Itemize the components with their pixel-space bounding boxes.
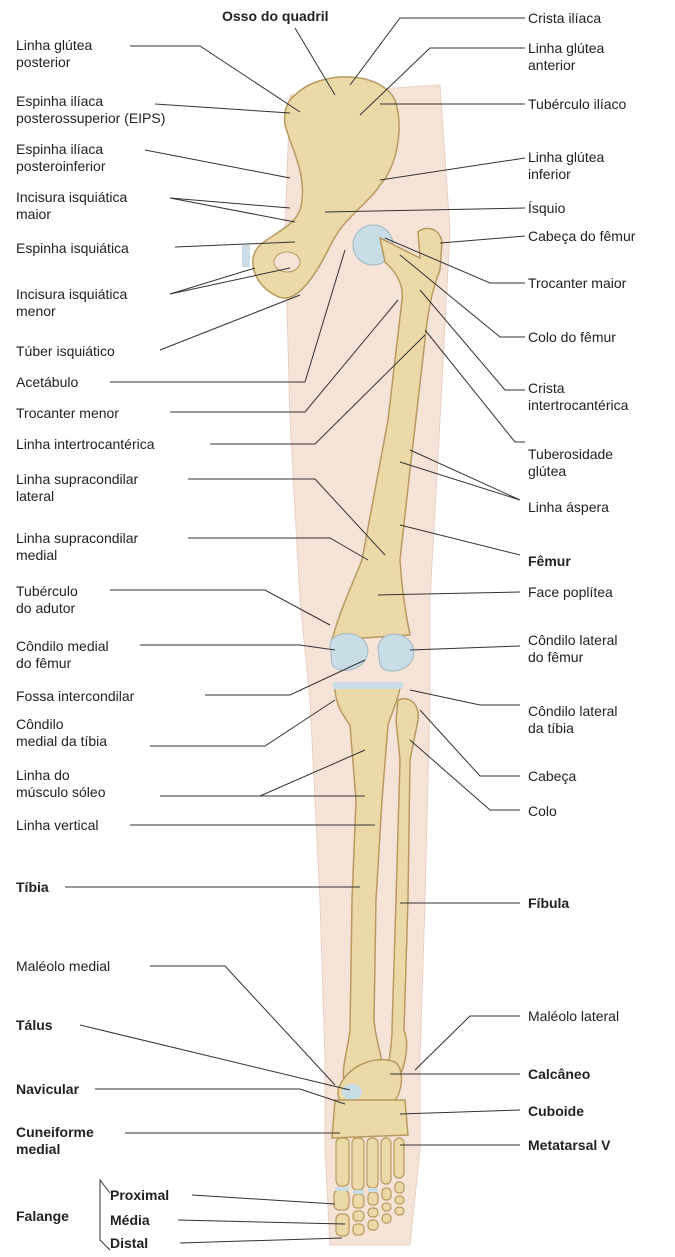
label-fossa-intercondilar: Fossa intercondilar	[16, 688, 134, 705]
label-tibia: Tíbia	[16, 879, 49, 896]
label-linha-musculo-soleo: Linha do músculo sóleo	[16, 767, 106, 801]
label-cabeca: Cabeça	[528, 768, 576, 785]
label-linha-supracondilar-medial: Linha supracondilar medial	[16, 530, 138, 564]
label-incisura-isquiatica-maior: Incisura isquiática maior	[16, 189, 127, 223]
label-linha-intertrocanterica: Linha intertrocantérica	[16, 436, 155, 453]
label-tuberculo-do-adutor: Tubérculo do adutor	[16, 583, 78, 617]
talus-cartilage	[342, 1084, 362, 1100]
label-falange-distal: Distal	[110, 1235, 148, 1252]
label-linha-aspera: Linha áspera	[528, 499, 609, 516]
label-metatarsal-v: Metatarsal V	[528, 1137, 610, 1154]
label-maleolo-medial: Maléolo medial	[16, 958, 110, 975]
label-espinha-iliaca-posteroinferior: Espinha ilíaca posteroinferior	[16, 141, 106, 175]
label-condilo-lateral-femur: Côndilo lateral do fêmur	[528, 632, 618, 666]
label-cabeca-do-femur: Cabeça do fêmur	[528, 228, 635, 245]
label-calcaneo: Calcâneo	[528, 1066, 590, 1083]
label-condilo-lateral-tibia: Côndilo lateral da tíbia	[528, 703, 618, 737]
label-tuber-isquiatico: Túber isquiático	[16, 343, 115, 360]
label-crista-intertrocanterica: Crista intertrocantérica	[528, 380, 628, 414]
label-trocanter-menor: Trocanter menor	[16, 405, 119, 422]
label-maleolo-lateral: Maléolo lateral	[528, 1008, 619, 1025]
label-falange: Falange	[16, 1208, 69, 1225]
label-eips: Espinha ilíaca posterossuperior (EIPS)	[16, 93, 165, 127]
label-tuberculo-iliaco: Tubérculo ilíaco	[528, 96, 626, 113]
label-condilo-medial-tibia: Côndilo medial da tíbia	[16, 716, 107, 750]
label-linha-supracondilar-lateral: Linha supracondilar lateral	[16, 471, 138, 505]
label-incisura-isquiatica-menor: Incisura isquiática menor	[16, 286, 127, 320]
label-condilo-medial-femur: Côndilo medial do fêmur	[16, 638, 109, 672]
label-linha-vertical: Linha vertical	[16, 817, 99, 834]
label-cuboide: Cuboide	[528, 1103, 584, 1120]
label-linha-glutea-anterior: Linha glútea anterior	[528, 40, 604, 74]
label-tuberosidade-glutea: Tuberosidade glútea	[528, 446, 613, 480]
label-cuneiforme-medial: Cuneiforme medial	[16, 1124, 94, 1158]
label-falange-proximal: Proximal	[110, 1187, 169, 1204]
label-isquio: Ísquio	[528, 200, 565, 217]
label-colo: Colo	[528, 803, 557, 820]
label-trocanter-maior: Trocanter maior	[528, 275, 626, 292]
label-linha-glutea-inferior: Linha glútea inferior	[528, 149, 604, 183]
label-acetabulo: Acetábulo	[16, 374, 78, 391]
tarsals	[332, 1100, 408, 1138]
label-linha-glutea-posterior: Linha glútea posterior	[16, 37, 92, 71]
lateral-femoral-condyle	[378, 634, 414, 671]
label-fibula: Fíbula	[528, 895, 569, 912]
label-crista-iliaca: Crista ilíaca	[528, 10, 601, 27]
label-navicular: Navicular	[16, 1081, 79, 1098]
sacrotuberous-cartilage	[242, 245, 250, 267]
label-femur: Fêmur	[528, 553, 571, 570]
label-osso-do-quadril: Osso do quadril	[222, 8, 329, 25]
label-falange-media: Média	[110, 1212, 150, 1229]
label-face-poplitea: Face poplítea	[528, 584, 613, 601]
label-talus: Tálus	[16, 1017, 53, 1034]
label-espinha-isquiatica: Espinha isquiática	[16, 240, 129, 257]
tibial-plateau-cartilage	[333, 682, 403, 689]
label-colo-do-femur: Colo do fêmur	[528, 329, 616, 346]
